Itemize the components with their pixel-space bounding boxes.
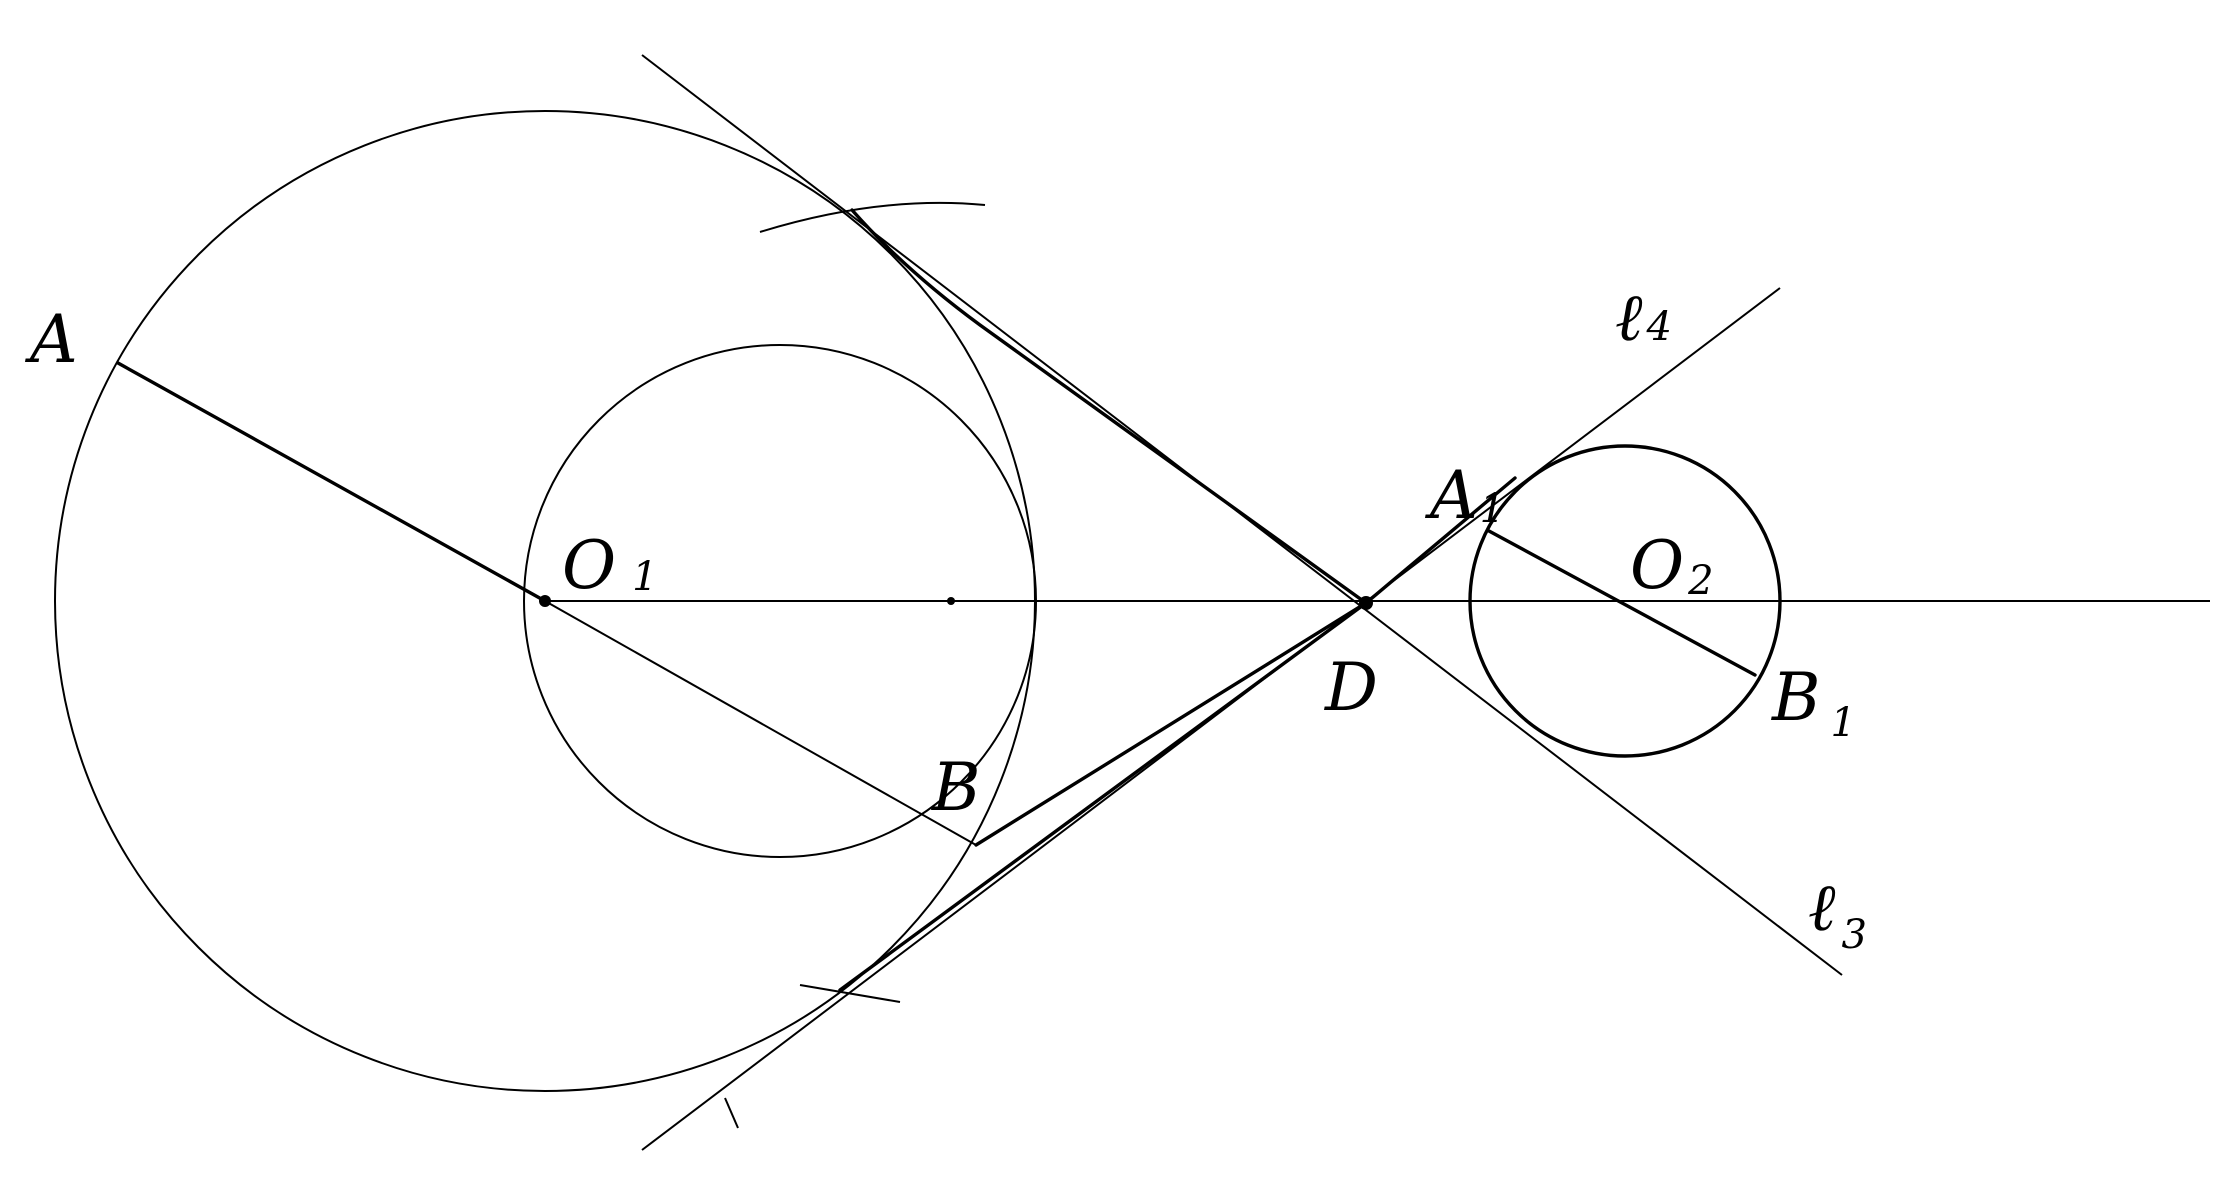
label-A1: A1 [1424,457,1505,534]
segment-A-O1 [116,361,547,603]
arc-mark-bottom [799,984,901,1003]
point-O1 [539,595,551,607]
label-A: A [24,301,78,378]
traced-tangent-lower [838,476,1517,992]
segment-O1-B [544,600,977,846]
label-B: B [931,749,981,826]
arc-mark-top [759,201,986,233]
label-D: D [1324,649,1378,726]
tick-mark-bottom [724,1097,739,1129]
segment-B-D [974,601,1368,847]
auxiliary-circle [523,344,1037,858]
traced-tangent-upper [850,208,1368,605]
small-circle [1468,444,1782,758]
point-D [1359,596,1373,610]
point-mid [947,597,955,605]
segment-A1-B1 [1487,529,1757,677]
